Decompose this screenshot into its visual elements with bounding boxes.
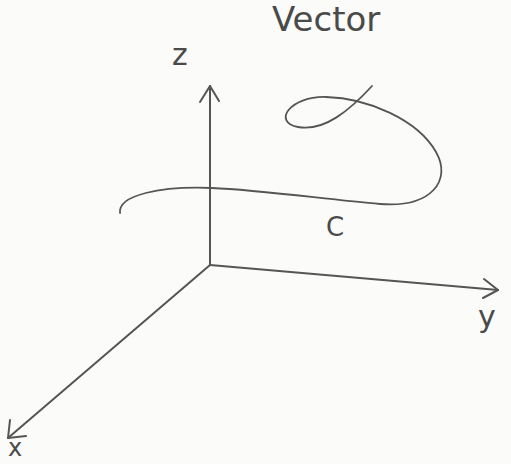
y-arrowhead [483, 279, 498, 298]
y-axis [210, 265, 498, 290]
z-axis [209, 86, 211, 265]
axis-label: z [172, 40, 188, 70]
z-arrowhead [200, 86, 219, 102]
heading-text: Vector [272, 2, 380, 36]
axis-label: y [478, 302, 496, 332]
x-axis [8, 265, 210, 438]
axis-label: x [8, 436, 22, 460]
curve-label: C [326, 214, 344, 240]
curve-c [120, 86, 441, 213]
